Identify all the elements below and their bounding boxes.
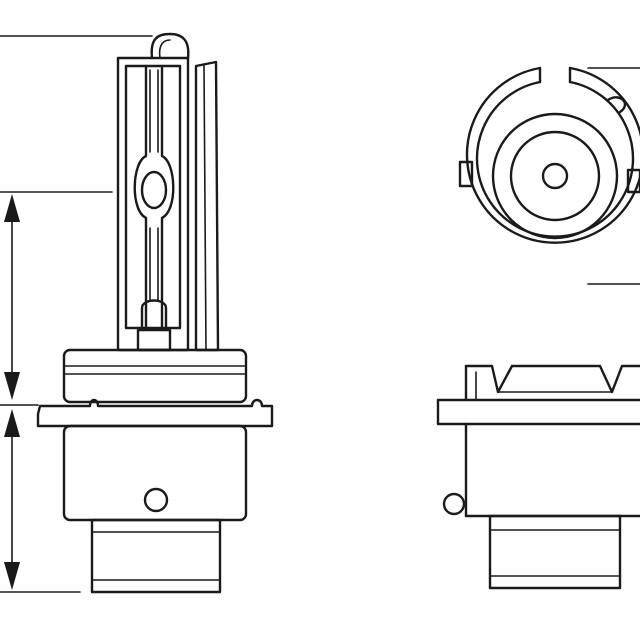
glass-burner: [116, 32, 220, 352]
base-collar: [62, 348, 248, 404]
front-view: [436, 364, 640, 590]
side-view: [0, 32, 274, 594]
dimension-lines: [0, 35, 153, 593]
dimension-arrow-lower: [4, 409, 20, 590]
mounting-flange: [36, 398, 274, 428]
base-body: [62, 424, 248, 522]
dimension-arrow-upper: [4, 194, 20, 400]
connector-plug: [90, 518, 222, 594]
electrode-assembly: [133, 64, 175, 352]
top-view: [458, 66, 640, 285]
